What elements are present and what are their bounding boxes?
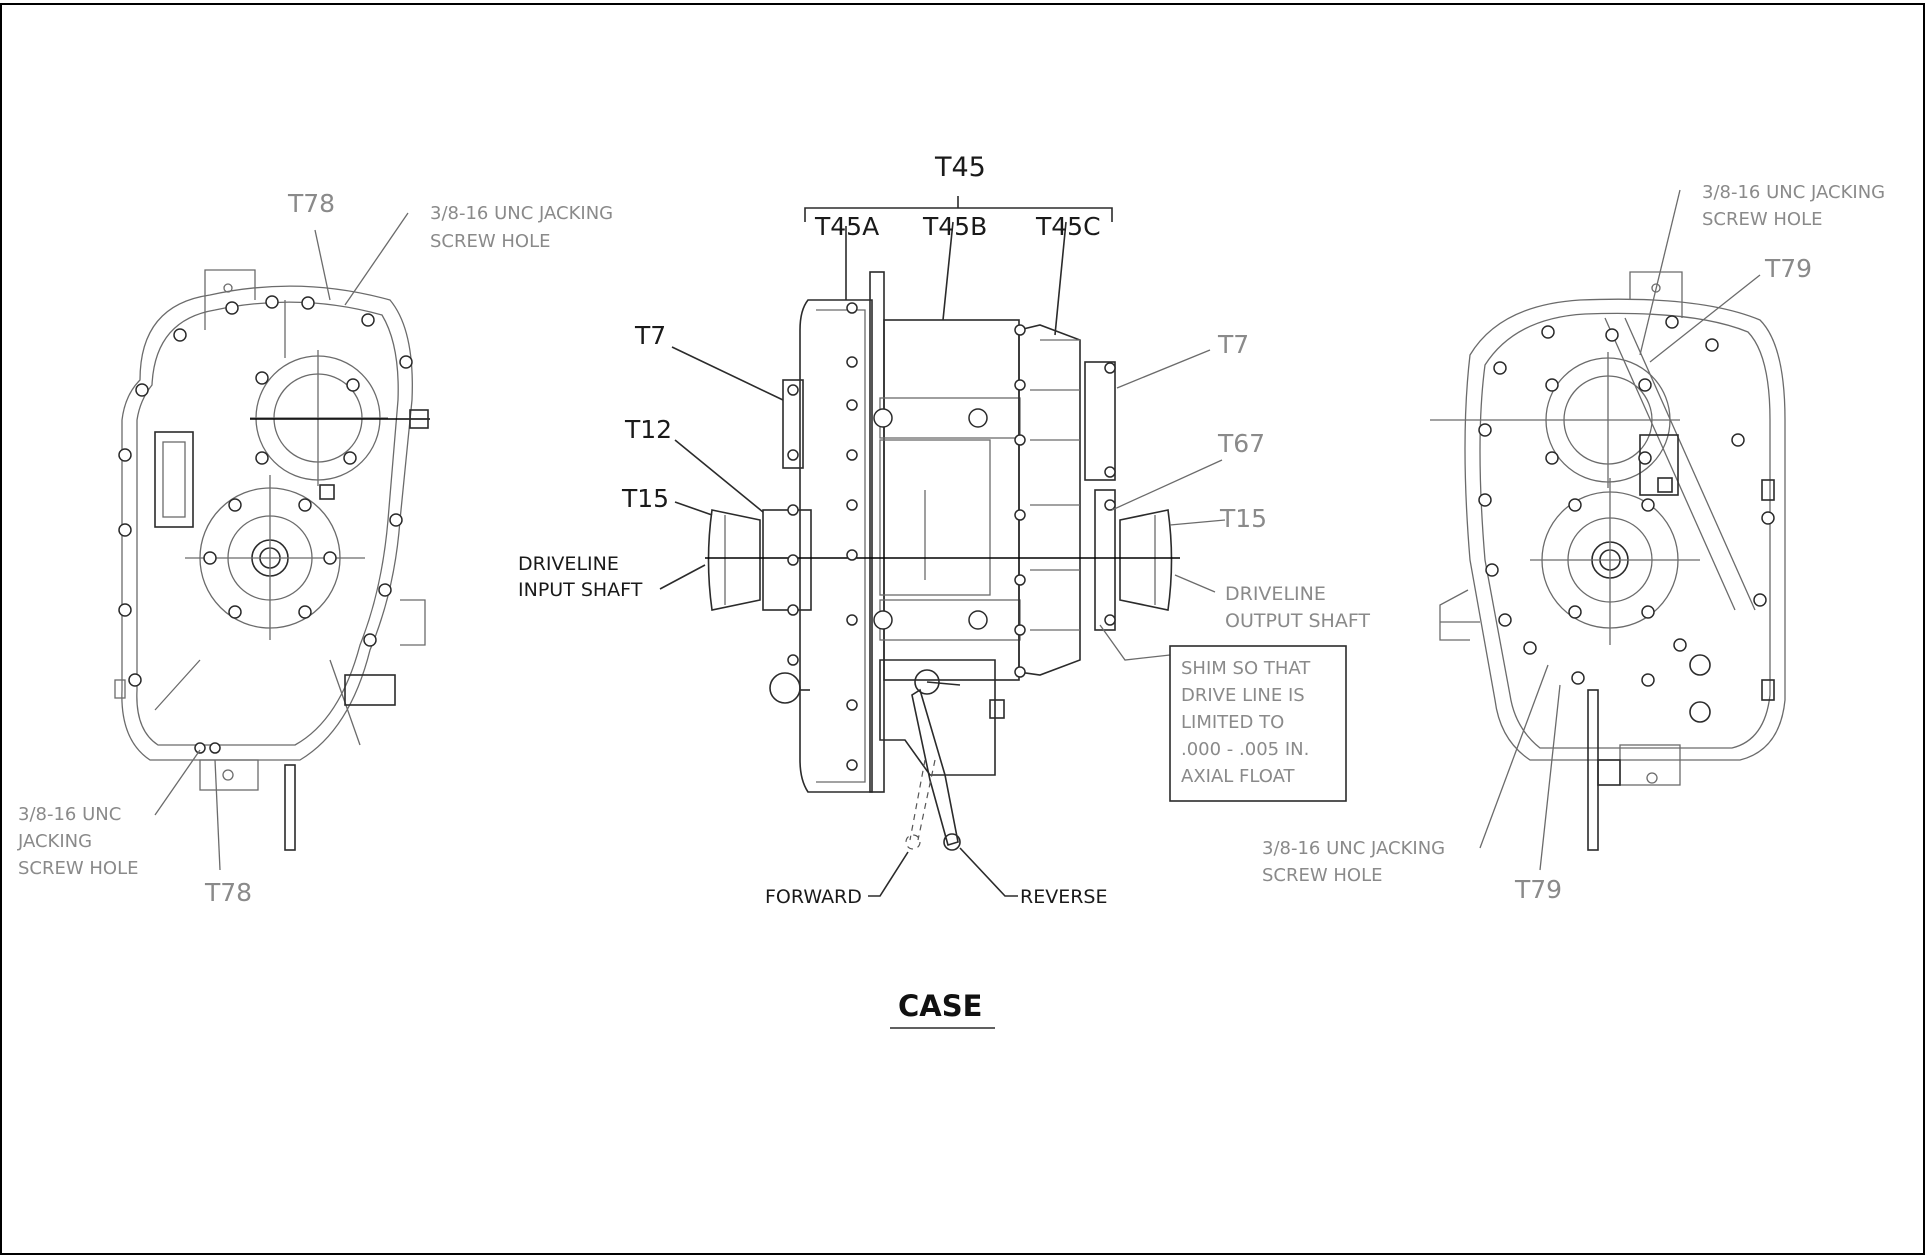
label-t45a: T45A	[814, 212, 879, 241]
label-driveline-out-2: OUTPUT SHAFT	[1225, 610, 1370, 632]
label-t78-bottom: T78	[204, 878, 252, 907]
label-reverse: REVERSE	[1020, 886, 1107, 908]
jack-left-top-leader	[344, 212, 409, 306]
t78-top-leader	[314, 229, 331, 301]
label-driveline-out-1: DRIVELINE	[1225, 583, 1326, 605]
label-t79-top: T79	[1764, 254, 1812, 283]
label-t12: T12	[624, 415, 672, 444]
jack-left-bot-leader	[154, 749, 201, 816]
label-t7-right: T7	[1217, 330, 1249, 359]
jack-left-bot-line-1: 3/8-16 UNC	[18, 804, 121, 825]
jack-left-bot-line-3: SCREW HOLE	[18, 858, 139, 879]
center-view-bolts	[787, 302, 1116, 771]
label-driveline-in-1: DRIVELINE	[518, 553, 619, 575]
label-t45c: T45C	[1035, 212, 1101, 241]
shim-note-line-5: AXIAL FLOAT	[1181, 766, 1296, 787]
right-view-bolts	[1478, 315, 1775, 687]
left-view-bolts	[118, 295, 413, 754]
jack-left-top-line-1: 3/8-16 UNC JACKING	[430, 203, 613, 224]
label-forward: FORWARD	[765, 886, 862, 908]
label-t45b: T45B	[922, 212, 987, 241]
label-t67: T67	[1217, 429, 1265, 458]
jack-right-top-line-2: SCREW HOLE	[1702, 209, 1823, 230]
drawing-title: CASE	[898, 989, 982, 1023]
label-t15-right: T15	[1219, 504, 1267, 533]
t78-bot-leader	[214, 759, 221, 871]
left-end-view	[114, 269, 430, 851]
label-t79-bottom: T79	[1514, 875, 1562, 904]
jack-left-bot-line-2: JACKING	[17, 831, 92, 852]
jack-left-top-line-2: SCREW HOLE	[430, 231, 551, 252]
jack-right-top-line-1: 3/8-16 UNC JACKING	[1702, 182, 1885, 203]
shim-note-line-1: SHIM SO THAT	[1181, 658, 1311, 679]
label-t45: T45	[934, 152, 986, 183]
jack-right-bot-line-2: SCREW HOLE	[1262, 865, 1383, 886]
sheet-border	[0, 3, 1925, 1255]
shim-note-line-2: DRIVE LINE IS	[1181, 685, 1305, 706]
label-t78-top: T78	[287, 189, 335, 218]
right-end-view	[1430, 189, 1786, 871]
shim-note-line-3: LIMITED TO	[1181, 712, 1284, 733]
label-t7-left: T7	[634, 321, 666, 350]
label-driveline-in-2: INPUT SHAFT	[518, 579, 643, 601]
jack-right-bot-line-1: 3/8-16 UNC JACKING	[1262, 838, 1445, 859]
shim-note-box	[1169, 645, 1347, 802]
shim-note-line-4: .000 - .005 IN.	[1181, 739, 1309, 760]
center-side-view	[659, 196, 1226, 897]
label-t15-left: T15	[621, 484, 669, 513]
